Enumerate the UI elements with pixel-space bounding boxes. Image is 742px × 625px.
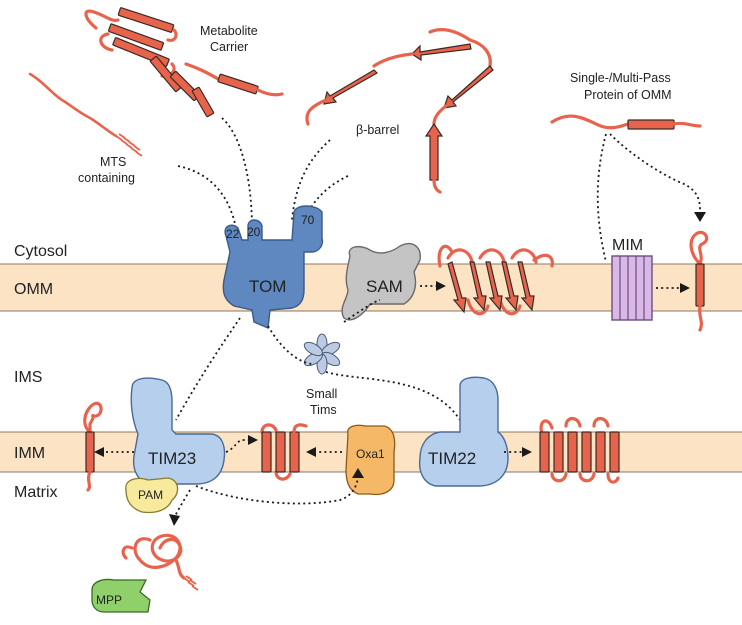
beta-barrel-label: β-barrel xyxy=(356,123,399,137)
small-tims-label-2: Tims xyxy=(310,403,337,417)
small-tims[interactable] xyxy=(302,333,342,375)
beta-barrel-inserted xyxy=(437,244,554,316)
small-tims-label-1: Small xyxy=(306,387,337,401)
mim-complex[interactable] xyxy=(611,255,653,321)
mim-label: MIM xyxy=(612,237,643,254)
cytosol-label: Cytosol xyxy=(14,243,67,260)
matrix-folded-protein xyxy=(121,533,199,591)
tom22-label: 22 xyxy=(226,227,240,241)
oxa1-label: Oxa1 xyxy=(356,447,385,461)
omm-pass-protein xyxy=(550,114,702,130)
mts-protein xyxy=(28,72,143,157)
mim-output-arrowhead xyxy=(680,283,690,293)
ims-label: IMS xyxy=(14,369,42,386)
imm-label: IMM xyxy=(14,445,45,462)
pam-complex[interactable] xyxy=(125,477,179,514)
tim22-complex[interactable] xyxy=(418,376,509,487)
omm-inserted-protein xyxy=(689,230,709,332)
metabolite-carrier-protein xyxy=(84,7,284,118)
mts-label-2: containing xyxy=(78,171,135,185)
tom-label: TOM xyxy=(249,277,286,296)
tim23-label: TIM23 xyxy=(148,449,196,468)
omm-label: OMM xyxy=(14,281,53,298)
sam-output-arrowhead xyxy=(436,281,446,291)
sam-complex[interactable] xyxy=(341,242,421,321)
oxa1-output-arrowhead xyxy=(306,447,316,457)
mpp-complex[interactable] xyxy=(91,578,151,613)
pam-label: PAM xyxy=(138,488,163,502)
imm-single-pass-protein xyxy=(83,401,103,492)
omm-protein-label-1: Single-/Multi-Pass xyxy=(570,71,671,85)
import-paths-ims xyxy=(175,299,461,421)
metabolite-carrier-label-2: Carrier xyxy=(210,40,248,54)
mts-label-1: MTS xyxy=(100,155,126,169)
beta-barrel-protein xyxy=(305,27,494,194)
omm-protein-label-2: Protein of OMM xyxy=(584,88,672,102)
tom20-label: 20 xyxy=(247,225,261,239)
tom70-label: 70 xyxy=(301,213,315,227)
matrix-label: Matrix xyxy=(14,484,58,501)
tim23-to-multipass-arrowhead xyxy=(248,435,258,445)
sam-label: SAM xyxy=(366,277,403,296)
tim23-to-oxa1-arrowhead xyxy=(352,468,364,478)
matrix-import-arrowhead xyxy=(169,514,180,526)
mpp-label: MPP xyxy=(96,593,122,607)
import-paths-cytosol xyxy=(177,117,706,263)
metabolite-carrier-label-1: Metabolite xyxy=(200,24,258,38)
tim22-output-arrowhead xyxy=(522,447,532,457)
tim23-complex[interactable] xyxy=(130,377,226,485)
imm-three-pass-protein xyxy=(260,423,308,481)
tim22-label: TIM22 xyxy=(428,449,476,468)
imm-six-pass-protein xyxy=(539,416,620,484)
tim23-lateral-arrowhead xyxy=(94,447,104,457)
tom-complex[interactable] xyxy=(222,205,324,330)
